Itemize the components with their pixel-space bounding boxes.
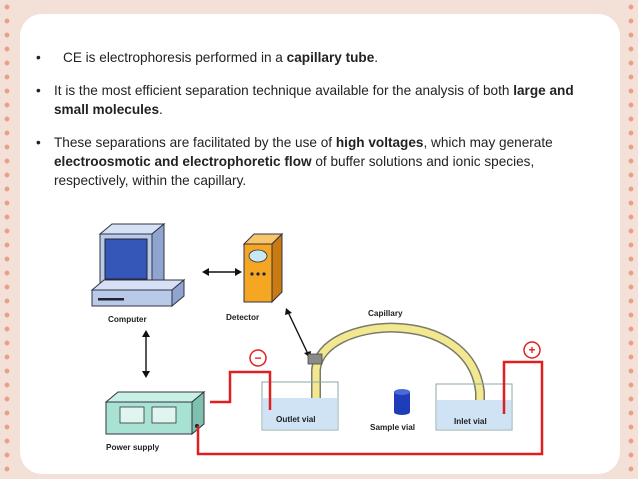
plus-sign: + (528, 343, 535, 357)
outlet-vial (261, 381, 339, 431)
capillary-label: Capillary (368, 309, 403, 318)
sample-vial-icon (394, 389, 410, 415)
outlet-vial-label: Outlet vial (276, 415, 316, 424)
inlet-vial-label: Inlet vial (454, 417, 487, 426)
arrow-detector-capillary (285, 308, 311, 358)
bullet-text: . (159, 102, 163, 117)
minus-terminal: − (249, 349, 267, 367)
bullet-text: of buffer solutions and ionic species, r… (54, 154, 535, 188)
bullet-text: It is the most efficient separation tech… (54, 83, 514, 98)
bullet-dot: • (36, 135, 41, 150)
bullet-bold: capillary tube (286, 50, 375, 65)
right-dot-border (625, 0, 637, 479)
bullet-list: • CE is electrophoresis performed in a ca… (36, 48, 596, 204)
plus-terminal: + (523, 341, 541, 359)
bullet-text: , which may generate (423, 135, 553, 150)
bullet-dot: • (36, 50, 41, 65)
detection-window (307, 353, 323, 365)
left-dot-border (1, 0, 13, 479)
bullet-text: These separations are facilitated by the… (54, 135, 336, 150)
inlet-vial (435, 383, 513, 431)
sample-vial-label: Sample vial (370, 423, 415, 432)
bullet-item-1: • CE is electrophoresis performed in a ca… (36, 48, 596, 67)
bullet-item-3: • These separations are facilitated by th… (36, 133, 596, 190)
bullet-text: CE is electrophoresis performed in a (63, 50, 287, 65)
computer-icon (90, 222, 186, 308)
computer-label: Computer (108, 315, 147, 324)
power-supply-label: Power supply (106, 443, 160, 452)
bullet-item-2: • It is the most efficient separation tec… (36, 81, 596, 119)
bullet-bold: large and small molecules (54, 83, 574, 117)
bullet-dot: • (36, 83, 41, 98)
bullet-bold: electroosmotic and electrophoretic flow (54, 154, 312, 169)
ce-diagram: Computer Detector Capillary Power supply (90, 222, 544, 456)
arrow-computer-detector (202, 268, 242, 276)
detector-label: Detector (226, 313, 260, 322)
minus-sign: − (254, 351, 261, 365)
bullet-text: . (374, 50, 379, 65)
power-supply-icon (104, 390, 206, 436)
detector-icon (242, 232, 284, 304)
red-wires (196, 360, 544, 456)
arrow-computer-power (142, 330, 150, 378)
bullet-bold: high voltages (335, 135, 424, 150)
